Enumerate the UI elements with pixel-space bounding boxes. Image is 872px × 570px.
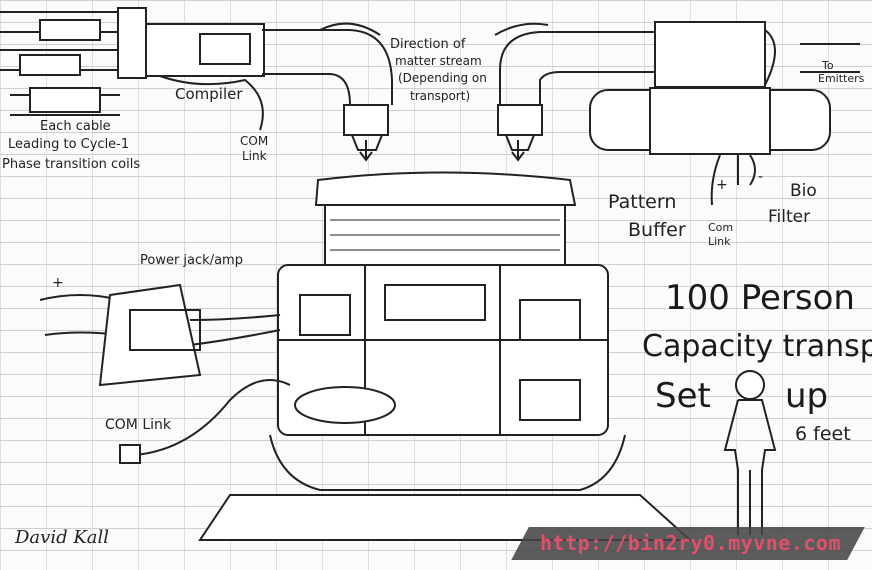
label-buffer: Buffer	[628, 219, 686, 241]
power-jack-amp	[39, 283, 281, 387]
plus-sign: +	[52, 275, 64, 291]
direction-arrows	[319, 22, 549, 36]
minus-sign: -	[758, 169, 764, 185]
label-com-right-1: Com	[708, 221, 734, 234]
com-link-plug	[119, 444, 141, 464]
label-six-feet: 6 feet	[795, 423, 851, 445]
title-line-2: Capacity transp.	[642, 329, 872, 364]
com-link-cable-left	[134, 379, 291, 456]
watermark-url: http://bin2ry0.myvne.com	[540, 531, 841, 555]
compiler	[117, 7, 265, 131]
label-filter: Filter	[768, 207, 811, 227]
phase-coil-cables	[0, 11, 120, 116]
label-leading-to: Leading to Cycle-1	[8, 137, 130, 152]
title-line-1: 100 Person	[665, 278, 855, 318]
signature: David Kall	[15, 527, 110, 548]
label-direction-3: (Depending on	[398, 71, 487, 85]
person-figure	[723, 370, 777, 535]
label-to-emitters-1: To	[822, 59, 834, 72]
label-com-link-left: COM Link	[105, 417, 171, 433]
label-direction-2: matter stream	[395, 54, 482, 68]
label-direction-1: Direction of	[390, 37, 466, 52]
matter-stream-pipe-right	[497, 31, 660, 162]
title-line-3: Set	[655, 376, 711, 416]
pattern-buffer	[314, 171, 577, 266]
label-com-top-1: COM	[240, 134, 269, 148]
label-direction-4: transport)	[410, 89, 471, 103]
label-bio: Bio	[790, 181, 817, 201]
plus-sign-right: +	[716, 177, 728, 193]
title-line-4: up	[785, 376, 829, 416]
matter-stream-pipe-left	[262, 29, 393, 162]
bio-filter	[589, 87, 831, 206]
label-com-top-2: Link	[242, 149, 267, 163]
transporter-platform	[198, 434, 693, 541]
transporter-main-body	[277, 264, 609, 436]
label-com-right-2: Link	[708, 235, 731, 248]
label-each-cable: Each cable	[40, 119, 111, 134]
label-to-emitters-2: Emitters	[818, 72, 865, 85]
label-phase-coils: Phase transition coils	[2, 157, 141, 172]
label-compiler: Compiler	[175, 85, 243, 103]
label-power-jack: Power jack/amp	[140, 253, 243, 268]
emitter-unit	[654, 21, 860, 88]
label-pattern: Pattern	[608, 191, 677, 213]
